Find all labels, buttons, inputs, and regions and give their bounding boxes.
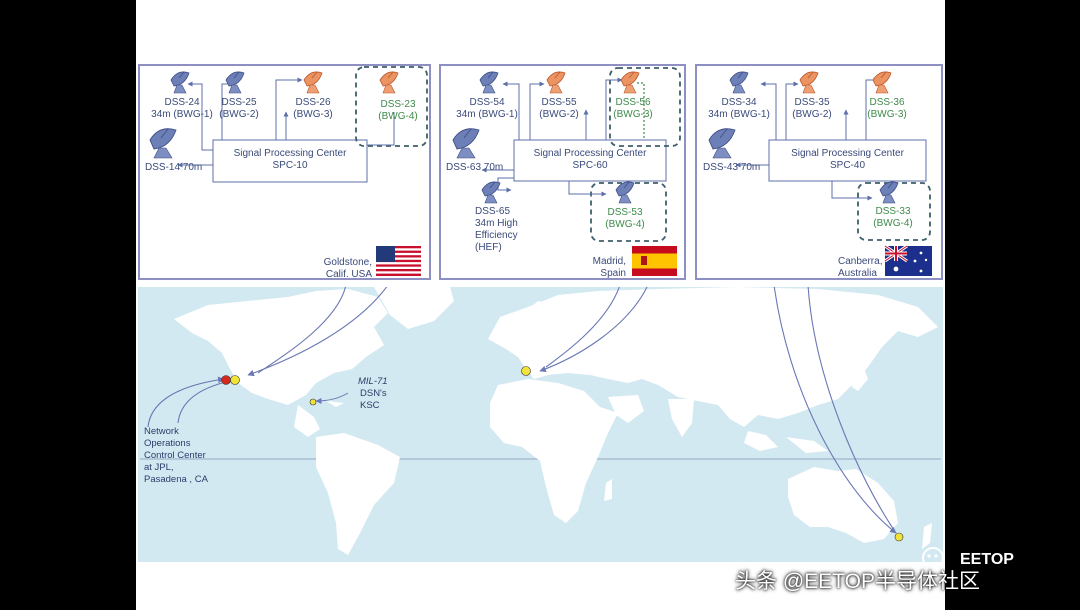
dss-34-label: DSS-34 34m (BWG-1) [708, 97, 770, 120]
spain-flag-icon [632, 246, 677, 276]
watermark-logo-icon [922, 547, 944, 569]
canberra-caption: Canberra, Australia [838, 256, 883, 279]
australia-flag-icon [884, 244, 932, 276]
continents [174, 287, 938, 555]
spc-60-label: Signal Processing Center SPC-60 [533, 148, 647, 171]
dss-55-label: DSS-55 (BWG-2) [539, 97, 579, 120]
goldstone-caption: Goldstone, Calif. USA [323, 257, 372, 280]
spc-40-box [768, 139, 927, 182]
usa-flag-icon [376, 246, 421, 276]
dss-35-label: DSS-35 (BWG-2) [792, 97, 832, 120]
spc-10-box [212, 139, 368, 183]
dss-56-dashed-box [609, 67, 681, 147]
noc-label: Network Operations Control Center at JPL… [144, 426, 208, 485]
madrid-site-marker [521, 366, 531, 376]
watermark-text: 头条 @EETOP半导体社区 [735, 570, 980, 593]
mil71-sub: DSN's KSC [360, 388, 387, 411]
goldstone-site-marker [230, 375, 240, 385]
slide: DSS-24 34m (BWG-1) DSS-25 (BWG-2) DSS-26… [136, 0, 945, 610]
dss-65-label: DSS-65 34m High Efficiency (HEF) [475, 206, 518, 253]
dss-14-label: DSS-14 70m [145, 162, 203, 173]
dss-26-label: DSS-26 (BWG-3) [293, 97, 333, 120]
noc-pointer-arrow [147, 376, 225, 428]
dss-23-label: DSS-23 (BWG-4) [378, 99, 418, 122]
dss-63-label: DSS-63 70m [446, 162, 504, 173]
dss-25-label: DSS-25 (BWG-2) [219, 97, 259, 120]
watermark-brand: EETOP [960, 551, 1014, 568]
dss-56-label: DSS-56 (BWG-3) [613, 97, 653, 120]
spc-40-label: Signal Processing Center SPC-40 [791, 148, 904, 171]
mil71-pointer-arrow [315, 392, 349, 404]
world-map: Network Operations Control Center at JPL… [138, 287, 943, 562]
dss-24-label: DSS-24 34m (BWG-1) [151, 97, 213, 120]
station-panels [138, 64, 943, 280]
dss-53-label: DSS-53 (BWG-4) [605, 207, 645, 230]
dss-54-label: DSS-54 34m (BWG-1) [456, 97, 518, 120]
dss-36-label: DSS-36 (BWG-3) [867, 97, 907, 120]
noc-jpl-marker [221, 375, 231, 385]
spc-10-label: Signal Processing Center SPC-10 [233, 148, 347, 171]
canberra-site-marker [894, 532, 904, 542]
mil71-ksc-marker [309, 398, 317, 406]
dss-43-label: DSS-43 70m [703, 162, 761, 173]
mil71-title: MIL-71 [358, 376, 388, 387]
dss-33-label: DSS-33 (BWG-4) [873, 206, 913, 229]
madrid-caption: Madrid, Spain [592, 256, 626, 279]
madrid-pointer-arrow [539, 287, 648, 373]
dss-23-dashed-box [355, 66, 428, 147]
canberra-pointer-arrow [773, 287, 897, 534]
